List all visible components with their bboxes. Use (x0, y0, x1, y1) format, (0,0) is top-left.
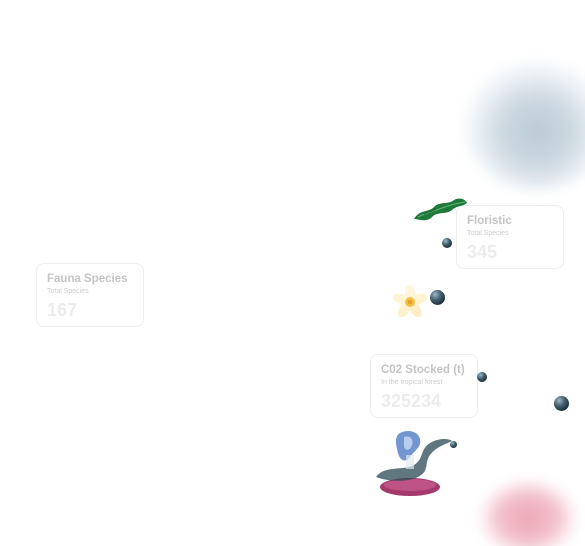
floristic-card-value: 345 (467, 242, 498, 262)
floristic-card-subtitle: Total Species (467, 230, 509, 237)
co2-card-subtitle: In the tropical forest (381, 379, 443, 386)
fauna-card-subtitle: Total Species (47, 288, 89, 295)
blue-blur-blob (462, 60, 585, 190)
flower-icon (392, 285, 428, 318)
pink-blur-blob (478, 478, 578, 546)
fauna-card-title: Fauna Species (47, 273, 128, 285)
crystal-sculpture-icon (376, 431, 452, 496)
leaf-icon (414, 198, 467, 221)
floristic-card-title: Floristic (467, 215, 512, 227)
sphere-icon (450, 441, 457, 448)
fauna-species-card: Fauna Species Total Species 167 (36, 263, 144, 327)
co2-stocked-card: C02 Stocked (t) In the tropical forest 3… (370, 354, 478, 418)
sphere-icon (442, 238, 452, 248)
sphere-icon (477, 372, 487, 382)
sphere-icon (554, 396, 569, 411)
floristic-card: Floristic Total Species 345 (456, 205, 564, 269)
co2-card-title: C02 Stocked (t) (381, 364, 465, 376)
sphere-icon (430, 290, 445, 305)
co2-card-value: 325234 (381, 391, 442, 411)
fauna-card-value: 167 (47, 300, 78, 320)
